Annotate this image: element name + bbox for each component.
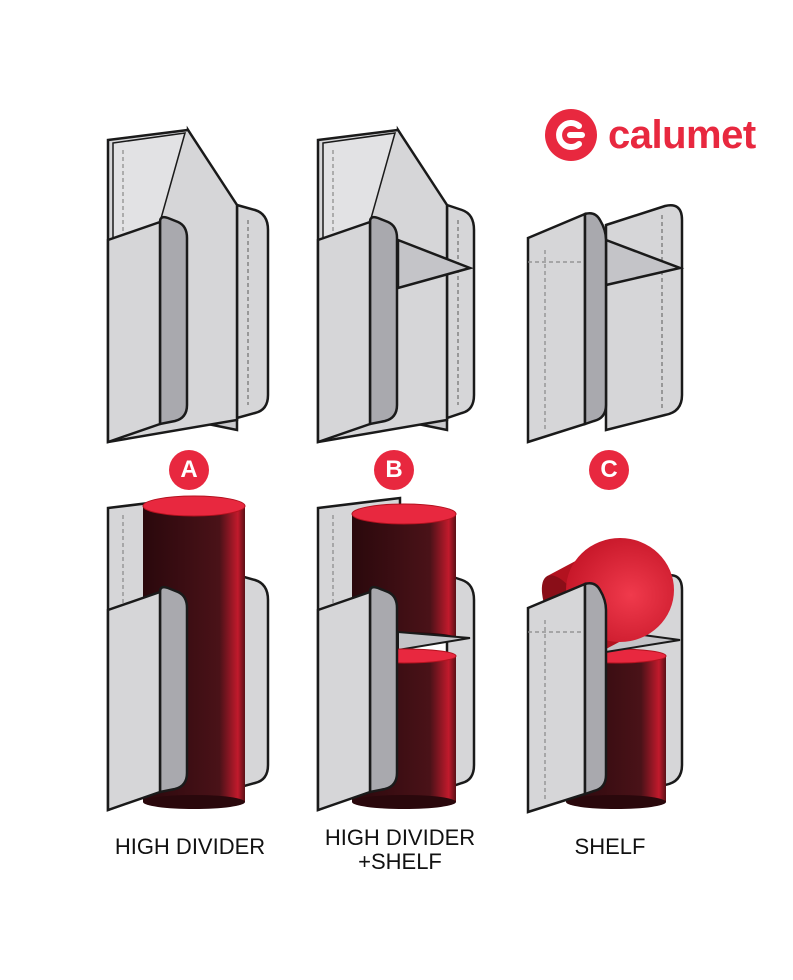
insert-a-empty	[106, 125, 270, 444]
insert-b-empty	[316, 125, 476, 444]
badge-option-a: A	[169, 450, 209, 490]
badge-option-c: C	[589, 450, 629, 490]
insert-a-with-lens	[106, 495, 270, 812]
insert-c-with-lenses	[526, 538, 684, 814]
calumet-c-icon	[545, 109, 597, 161]
badge-option-b: B	[374, 450, 414, 490]
caption-option-c: SHELF	[574, 834, 646, 859]
caption-option-a: HIGH DIVIDER	[114, 834, 266, 859]
insert-c-empty	[526, 204, 685, 444]
brand-name: calumet	[608, 112, 756, 157]
insert-b-with-lenses	[316, 496, 476, 812]
caption-option-b: HIGH DIVIDER +SHELF	[324, 825, 476, 874]
brand-logo: calumet	[544, 108, 756, 162]
